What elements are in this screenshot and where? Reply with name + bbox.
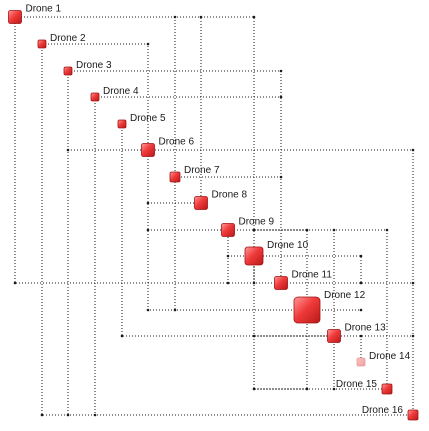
connector-joint [252, 334, 256, 338]
connector-line [148, 229, 229, 283]
drone-node-9[interactable]: Drone 9 [221, 217, 275, 237]
drone-label: Drone 4 [103, 86, 139, 97]
connector-joint [226, 254, 230, 258]
drone-label: Drone 5 [130, 113, 166, 124]
drone-node-box[interactable] [244, 246, 264, 266]
drone-label: Drone 15 [336, 379, 378, 390]
drone-node-box[interactable] [117, 119, 127, 129]
drone-node-6[interactable]: Drone 6 [141, 137, 195, 157]
connector-joint [146, 308, 150, 312]
connector-line [254, 229, 308, 389]
drone-label: Drone 11 [292, 270, 333, 281]
connector-joint [359, 308, 363, 312]
connector-joint [385, 228, 389, 232]
drone-node-5[interactable]: Drone 5 [117, 113, 166, 129]
drone-label: Drone 2 [50, 33, 86, 44]
drone-node-box[interactable] [37, 39, 47, 49]
drone-node-13[interactable]: Drone 13 [327, 323, 387, 343]
connector-joint [279, 95, 283, 99]
drone-node-11[interactable]: Drone 11 [274, 270, 333, 290]
connector-joint [411, 281, 415, 285]
drone-node-box[interactable] [407, 409, 419, 421]
connector-joint [252, 281, 256, 285]
drone-label: Drone 1 [26, 4, 62, 15]
connector-joint [13, 281, 17, 285]
drone-label: Drone 16 [362, 405, 404, 416]
drone-node-box[interactable] [8, 10, 22, 24]
drone-node-2[interactable]: Drone 2 [37, 33, 86, 49]
connector-joint [359, 334, 363, 338]
connector-joint [359, 254, 363, 258]
connector-joint [173, 15, 177, 19]
connector-line [41, 44, 413, 416]
connector-joint [66, 148, 70, 152]
connector-joint [173, 308, 177, 312]
connector-joint [146, 201, 150, 205]
connector-joint [252, 387, 256, 391]
connector-joint [332, 228, 336, 232]
connector-line [148, 17, 202, 204]
connector-joint [252, 228, 256, 232]
connector-joint [279, 175, 283, 179]
drone-label: Drone 7 [184, 165, 220, 176]
drone-label: Drone 9 [239, 217, 275, 228]
connector-joint [411, 148, 415, 152]
connector-joint [279, 69, 283, 73]
drone-node-14[interactable]: Drone 14 [356, 351, 411, 367]
connector-joint [305, 387, 309, 391]
drone-node-12[interactable]: Drone 12 [293, 290, 366, 324]
drone-node-box[interactable] [194, 196, 208, 210]
connector-joint [146, 228, 150, 232]
drone-node-3[interactable]: Drone 3 [63, 60, 112, 76]
node-layer: Drone 1 Drone 2 Drone 3 Drone 4 Drone 5 Drone… [8, 4, 419, 421]
connector-joint [252, 15, 256, 19]
connector-joint [332, 387, 336, 391]
connector-joint [66, 413, 70, 417]
drone-node-1[interactable]: Drone 1 [8, 4, 62, 24]
joint-layer [13, 15, 415, 417]
connector-joint [40, 413, 44, 417]
drone-node-box[interactable] [274, 276, 288, 290]
drone-node-box[interactable] [293, 296, 321, 324]
drone-label: Drone 13 [345, 323, 387, 334]
drone-label: Drone 10 [267, 240, 309, 251]
connector-joint [359, 281, 363, 285]
drone-node-box[interactable] [169, 171, 181, 183]
drone-node-4[interactable]: Drone 4 [90, 86, 139, 102]
connector-joint [305, 228, 309, 232]
drone-node-16[interactable]: Drone 16 [362, 405, 419, 421]
drone-node-box[interactable] [381, 383, 393, 395]
drone-node-box[interactable] [90, 92, 100, 102]
connector-joint [93, 413, 97, 417]
connector-joint [411, 334, 415, 338]
drone-label: Drone 8 [212, 190, 248, 201]
drone-node-15[interactable]: Drone 15 [336, 379, 393, 395]
drone-label: Drone 3 [76, 60, 112, 71]
connector-joint [199, 15, 203, 19]
drone-label: Drone 14 [369, 351, 411, 362]
drone-node-box[interactable] [327, 329, 341, 343]
drone-label: Drone 12 [324, 290, 366, 301]
drone-label: Drone 6 [159, 137, 195, 148]
drone-node-box[interactable] [221, 223, 235, 237]
drone-node-7[interactable]: Drone 7 [169, 165, 220, 183]
connector-joint [146, 42, 150, 46]
drone-node-8[interactable]: Drone 8 [194, 190, 248, 210]
drone-node-10[interactable]: Drone 10 [244, 240, 309, 266]
drone-node-box[interactable] [63, 66, 73, 76]
connector-joint [120, 334, 124, 338]
drone-node-box[interactable] [141, 143, 155, 157]
connector-joint [226, 281, 230, 285]
drone-node-box[interactable] [356, 357, 366, 367]
edge-layer [14, 16, 414, 416]
